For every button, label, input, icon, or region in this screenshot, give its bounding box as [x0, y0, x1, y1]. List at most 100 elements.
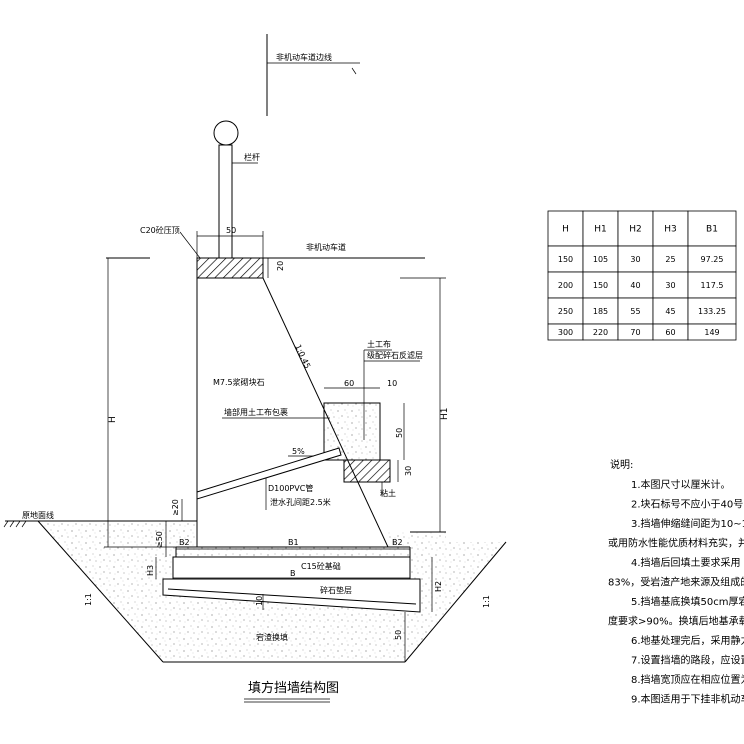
table-header-text: H1 [594, 225, 607, 235]
geotextile-label: 土工布 [367, 339, 391, 349]
table-header-text: B1 [706, 225, 718, 235]
pipe-label: D100PVC管 [268, 483, 313, 493]
gravel-cushion [162, 578, 421, 613]
lane-edge-label: 非机动车道边线 [276, 52, 332, 62]
note-line: 或用防水性能优质材料充实，并用 [608, 537, 744, 550]
ground-symbol [3, 520, 27, 528]
ground-label: 原地面线 [22, 510, 54, 520]
table-cell-text: 300 [558, 328, 573, 337]
b2-right-dim: B2 [392, 538, 403, 547]
cushion-label: 碎石垫层 [320, 585, 352, 595]
table-cell-text: 30 [630, 255, 640, 264]
drain-pipe [196, 447, 342, 500]
b-dim: B [290, 569, 296, 578]
wall-body-label: M7.5浆砌块石 [213, 377, 265, 387]
table-cell [687, 245, 737, 273]
dimension-table: H H1 H2 H3 B1 150 105 30 25 97.25 200 150 40 30 117.5 2… [547, 210, 737, 341]
pipe-offset-dim: ≥20 [171, 499, 180, 516]
table-cell-text: 185 [593, 307, 608, 316]
table-cell-text: 250 [558, 307, 573, 316]
table-cell-text: 149 [704, 328, 719, 337]
table-cell-text: 55 [630, 307, 640, 316]
table-header-text: H2 [629, 225, 642, 235]
table-header-text: H3 [664, 225, 677, 235]
table-cell-text: 25 [665, 255, 675, 264]
note-line: 4.挡墙后回填土要求采用 [631, 556, 741, 569]
h3-dim: H3 [146, 565, 155, 576]
notes-title: 说明: [610, 458, 633, 471]
backfill-thk-dim: 50 [394, 630, 403, 640]
cap-label: C20砼压顶 [140, 225, 180, 235]
cushion-inner-line [167, 588, 417, 605]
h-dim: H [108, 416, 118, 423]
embed-dim: ≥50 [155, 531, 164, 548]
table-cell [617, 271, 654, 299]
railing-post [218, 144, 233, 259]
cushion-thk-dim: 10 [255, 596, 264, 606]
table-header-cell [652, 210, 689, 247]
table-cell [582, 297, 619, 325]
table-cell-text: 105 [593, 255, 608, 264]
table-cell [547, 271, 584, 299]
note-line: 3.挡墙伸缩缝间距为10~15 [631, 517, 744, 530]
pipe-slope-label: 5% [292, 447, 305, 456]
filter-gap-dim: 10 [387, 379, 397, 388]
table-cell [687, 323, 737, 341]
filter-height-dim: 50 [395, 428, 404, 438]
table-cell [687, 271, 737, 299]
table-cell-text: 117.5 [701, 281, 724, 290]
note-line: 7.设置挡墙的路段，应设置 [631, 654, 744, 667]
table-header-cell [687, 210, 737, 247]
h2-dim: H2 [434, 581, 443, 592]
note-line: 度要求>90%。换填后地基承载力 [608, 615, 744, 628]
right-side-slope-label: 1:1 [482, 595, 491, 608]
table-cell-text: 30 [665, 281, 675, 290]
cap-width-dim: 50 [226, 226, 236, 235]
table-cell-text: 133.25 [698, 307, 726, 316]
table-cell-text: 70 [630, 328, 640, 337]
b2-left-dim: B2 [179, 538, 190, 547]
wrap-label: 墙部用土工布包裹 [224, 407, 288, 417]
note-line: 9.本图适用于下挂非机动车 [631, 693, 744, 706]
table-cell-text: 150 [558, 255, 573, 264]
table-cell-text: 220 [593, 328, 608, 337]
table-cell-text: 40 [630, 281, 640, 290]
clay-label: 粘土 [380, 488, 396, 498]
table-cell [617, 297, 654, 325]
note-line: 5.挡墙基底换填50cm厚宕 [631, 595, 744, 608]
lane-label: 非机动车道 [306, 242, 346, 252]
left-side-slope-label: 1:1 [84, 593, 93, 606]
table-header-cell [547, 210, 584, 247]
cap-height-dim: 20 [276, 261, 285, 271]
h1-dim: H1 [440, 408, 450, 421]
table-cell-text: 97.25 [701, 255, 724, 264]
table-cell-text: 200 [558, 281, 573, 290]
filter-label: 级配碎石反滤层 [367, 350, 423, 360]
note-line: 83%，受岩渣产地来源及组成的 [608, 576, 744, 589]
table-cell [652, 271, 689, 299]
note-line: 6.地基处理完后，采用静力 [631, 634, 744, 647]
notes-list: 1.本图尺寸以厘米计。 2.块石标号不应小于40号， 3.挡墙伸缩缝间距为10~15… [608, 478, 744, 706]
railing-label: 栏杆 [244, 152, 260, 162]
note-line: 8.挡墙宽顶应在相应位置为 [631, 673, 744, 686]
table-cell-text: 60 [665, 328, 675, 337]
backfill-label: 宕渣换填 [256, 632, 288, 642]
pipe-spacing-label: 泄水孔间距2.5米 [270, 497, 331, 507]
table-cell-text: 45 [665, 307, 675, 316]
table-cell-text: 150 [593, 281, 608, 290]
b1-dim: B1 [288, 538, 299, 547]
table-cell [687, 297, 737, 325]
lane-edge-mark [351, 67, 357, 75]
table-cell [652, 297, 689, 325]
right-side-slope [404, 541, 507, 663]
cap-c20 [196, 257, 264, 279]
clay-block [343, 459, 391, 483]
note-line: 2.块石标号不应小于40号， [631, 498, 744, 511]
drawing-title: 填方挡墙结构图 [248, 680, 339, 696]
railing-ball [213, 120, 239, 146]
filter-width-dim: 60 [344, 379, 354, 388]
table-header-text: H [562, 225, 569, 235]
dimension-lines [104, 231, 446, 662]
note-line: 1.本图尺寸以厘米计。 [631, 478, 731, 491]
